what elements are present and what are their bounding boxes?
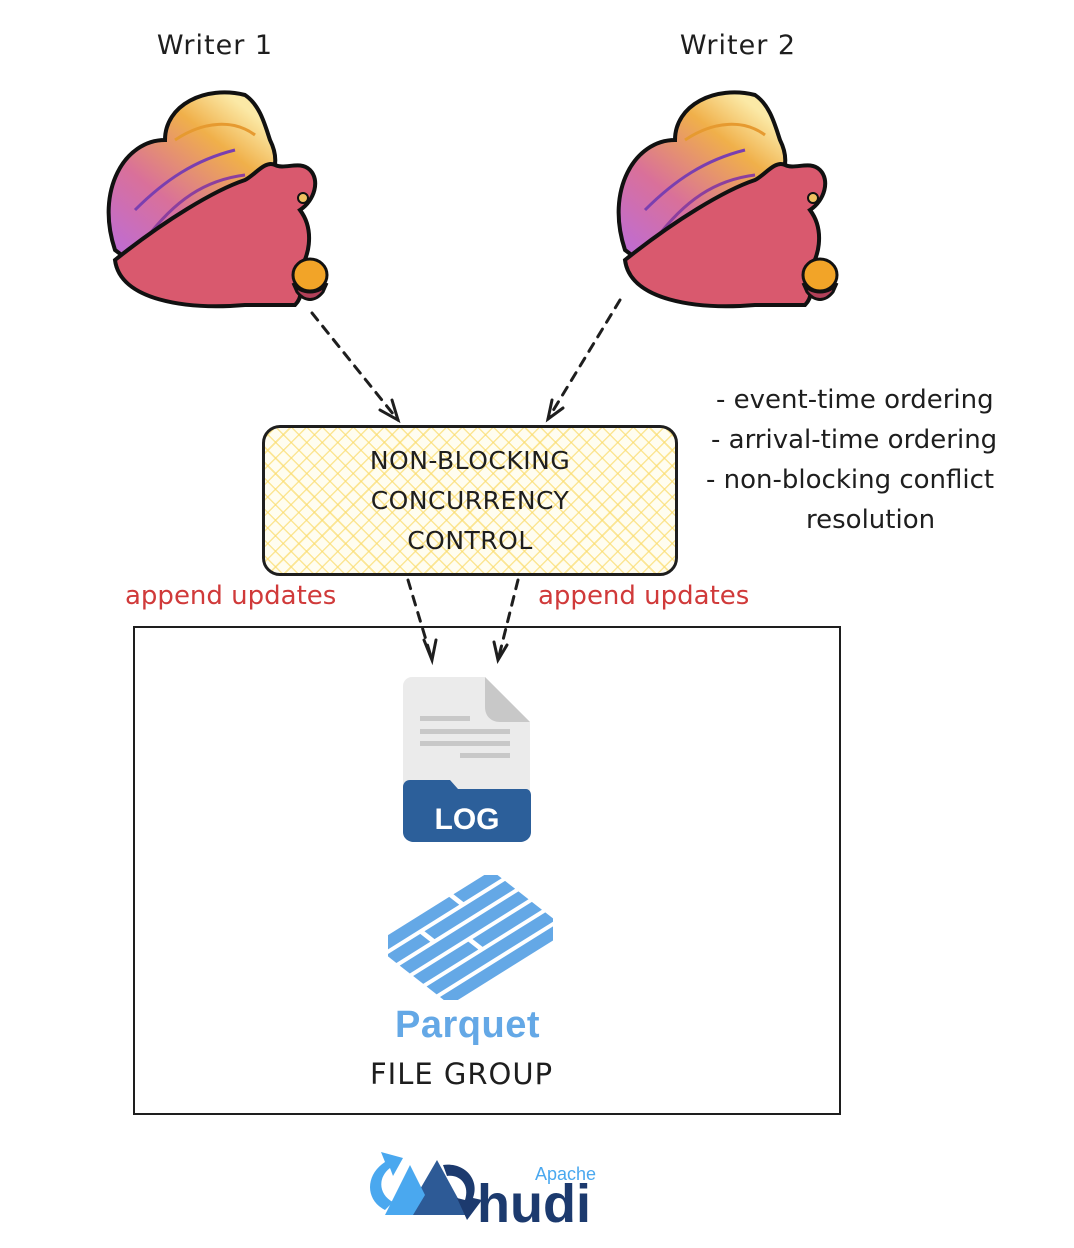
append-updates-label-left: append updates [125,581,337,611]
hudi-text: hudi [477,1174,591,1230]
arrowhead-writer1 [378,398,401,424]
writer-2-label: Writer 2 [679,30,797,61]
feature-item: - arrival-time ordering [711,425,998,455]
flink-squirrel-icon [616,90,839,309]
arrowhead-writer2 [545,398,565,423]
hudi-refresh-arrow-dark-icon [443,1164,482,1220]
nbcc-line-3: CONTROL [407,525,533,555]
append-updates-label-right: append updates [538,581,750,611]
feature-item: - non-blocking conflict [706,465,995,495]
log-icon-label: LOG [435,803,500,836]
flink-squirrel-icon [106,90,329,309]
file-group-label: FILE GROUP [370,1057,554,1091]
writer-1-label: Writer 1 [156,30,274,61]
hudi-refresh-arrow-light-icon [370,1152,403,1210]
parquet-icon [372,870,569,1005]
log-file-icon: LOG [400,672,535,844]
feature-item: resolution [806,505,936,535]
file-group-box [133,626,841,1115]
nbcc-line-1: NON-BLOCKING [369,445,571,475]
arrow-writer1-to-nbcc [310,311,400,422]
nbcc-line-2: CONCURRENCY [370,485,570,515]
apache-hudi-logo: Apache hudi [355,1140,625,1234]
parquet-logo-text: Parquet [395,1004,540,1046]
features-list: - event-time ordering - arrival-time ord… [706,380,1066,540]
feature-item: - event-time ordering [716,385,994,415]
hudi-apache-text: Apache [535,1164,596,1184]
non-blocking-concurrency-control-box: NON-BLOCKING CONCURRENCY CONTROL [262,425,678,576]
